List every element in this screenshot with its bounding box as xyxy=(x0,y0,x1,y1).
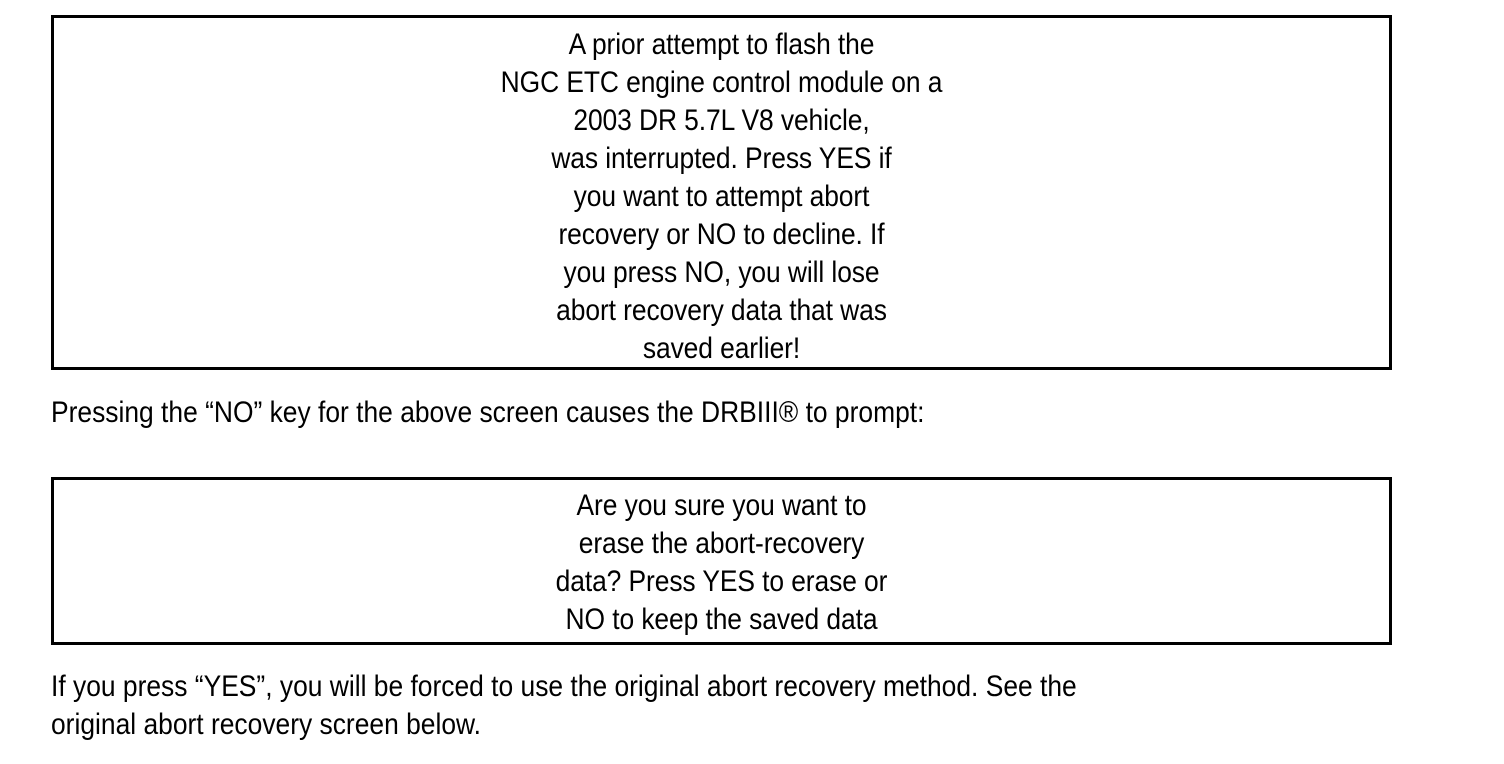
yes-key-explanation-paragraph: If you press “YES”, you will be forced t… xyxy=(51,668,1451,744)
prompt-line: 2003 DR 5.7L V8 vehicle, xyxy=(573,104,870,137)
prompt-line: data? Press YES to erase or xyxy=(555,565,888,598)
prompt-text-block: A prior attempt to flash the NGC ETC eng… xyxy=(54,18,1389,368)
prompt-line: recovery or NO to decline. If xyxy=(558,218,885,251)
prompt-line: Are you sure you want to xyxy=(576,489,867,522)
no-key-explanation-paragraph: Pressing the “NO” key for the above scre… xyxy=(51,394,1451,432)
prompt-line: you press NO, you will lose xyxy=(563,256,880,289)
prompt-line: was interrupted. Press YES if xyxy=(551,142,892,175)
prior-flash-attempt-prompt-box: A prior attempt to flash the NGC ETC eng… xyxy=(51,15,1392,370)
prompt-line: A prior attempt to flash the xyxy=(568,28,875,61)
prompt-line: NO to keep the saved data xyxy=(565,603,878,636)
paragraph-line: If you press “YES”, you will be forced t… xyxy=(51,670,1077,703)
prompt-line: erase the abort-recovery xyxy=(578,527,865,560)
prompt-line: NGC ETC engine control module on a xyxy=(500,66,943,99)
paragraph-line: original abort recovery screen below. xyxy=(51,708,481,741)
prompt-line: saved earlier! xyxy=(642,332,801,365)
prompt-line: you want to attempt abort xyxy=(573,180,870,213)
erase-abort-recovery-prompt-box: Are you sure you want to erase the abort… xyxy=(51,477,1392,645)
prompt-text-block: Are you sure you want to erase the abort… xyxy=(54,480,1389,639)
prompt-line: abort recovery data that was xyxy=(556,294,887,327)
paragraph-line: Pressing the “NO” key for the above scre… xyxy=(51,396,925,429)
